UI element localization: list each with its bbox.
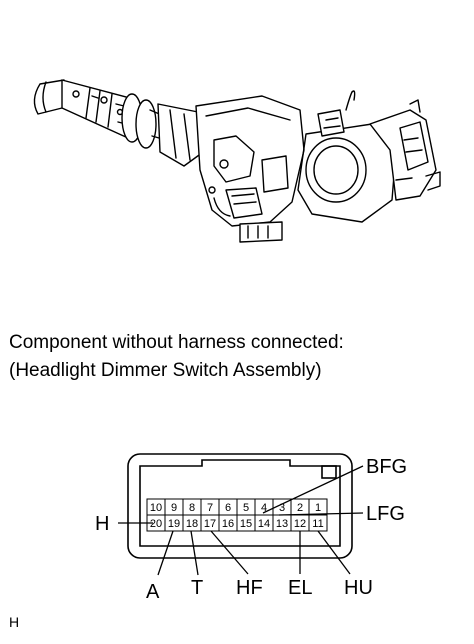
terminal-label-hu: HU <box>344 577 373 599</box>
pin-number-16: 16 <box>222 518 234 530</box>
pin-number-6: 6 <box>225 502 231 514</box>
pin-number-18: 18 <box>186 518 198 530</box>
pin-number-12: 12 <box>294 518 306 530</box>
leader-hu <box>317 530 351 575</box>
pin-number-13: 13 <box>276 518 288 530</box>
pin-number-2: 2 <box>297 502 303 514</box>
connector-latch <box>321 465 337 479</box>
terminal-label-lfg: LFG <box>366 503 405 525</box>
terminal-label-bfg: BFG <box>366 456 407 478</box>
figure-code: H <box>9 614 20 630</box>
caption-line-2: (Headlight Dimmer Switch Assembly) <box>9 360 322 381</box>
pin-number-14: 14 <box>258 518 270 530</box>
pin-number-8: 8 <box>189 502 195 514</box>
pin-number-11: 11 <box>312 518 323 530</box>
pin-number-7: 7 <box>207 502 213 514</box>
connector-housing <box>127 453 353 559</box>
terminal-label-el: EL <box>288 577 312 599</box>
pin-number-4: 4 <box>261 502 267 514</box>
leader-hf <box>210 530 249 575</box>
pin-number-10: 10 <box>150 502 162 514</box>
pin-number-5: 5 <box>243 502 249 514</box>
leader-bfg <box>262 465 364 514</box>
leader-lfg <box>278 512 364 516</box>
leader-t <box>190 530 199 576</box>
switch-assembly-illustration <box>33 79 441 243</box>
terminal-label-h: H <box>95 513 109 535</box>
caption-line-1: Component without harness connected: <box>9 332 344 353</box>
terminal-label-hf: HF <box>236 577 263 599</box>
pin-number-20: 20 <box>150 518 162 530</box>
pin-number-17: 17 <box>204 518 216 530</box>
terminal-label-t: T <box>191 577 203 599</box>
connector-inner-outline <box>139 459 341 547</box>
pin-number-15: 15 <box>240 518 252 530</box>
pin-number-1: 1 <box>315 502 321 514</box>
pin-number-3: 3 <box>279 502 285 514</box>
leader-a <box>157 530 174 576</box>
terminal-label-a: A <box>146 581 160 603</box>
pin-number-19: 19 <box>168 518 180 530</box>
pin-number-9: 9 <box>171 502 177 514</box>
